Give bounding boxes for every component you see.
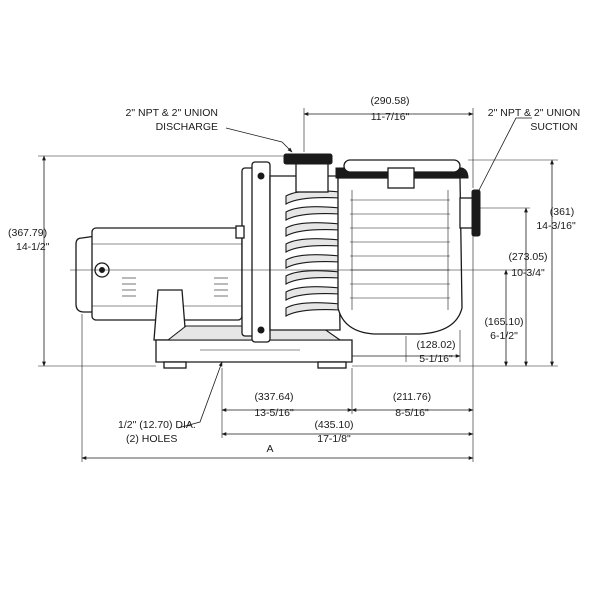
suction-port bbox=[459, 189, 481, 237]
dimension-geometry bbox=[38, 108, 558, 462]
motor-vent-slots bbox=[122, 277, 228, 297]
volute-ribs bbox=[285, 190, 341, 317]
volute-housing bbox=[269, 175, 341, 331]
seal-plate bbox=[235, 161, 271, 343]
base-right-in: 8-5/16" bbox=[395, 407, 429, 419]
top-width-mm: (290.58) bbox=[370, 95, 409, 107]
base-total-mm: (435.10) bbox=[314, 419, 353, 431]
suction-centerline-in: 6-1/2" bbox=[490, 330, 518, 342]
pump-illustration bbox=[70, 153, 530, 369]
base-left-in: 13-5/16" bbox=[254, 407, 294, 419]
motor-axis-height-in: 10-3/4" bbox=[511, 267, 545, 279]
top-width-in: 11-7/16" bbox=[371, 111, 410, 123]
dimension-labels: 2" NPT & 2" UNION DISCHARGE 2" NPT & 2" … bbox=[8, 95, 580, 455]
motor bbox=[75, 227, 243, 341]
suction-height-in: 14-3/16" bbox=[536, 220, 576, 232]
suction-callout-line1: 2" NPT & 2" UNION bbox=[488, 107, 580, 119]
overall-length-label: A bbox=[266, 443, 273, 455]
discharge-callout-line2: DISCHARGE bbox=[156, 121, 218, 133]
suction-centerline-mm: (165.10) bbox=[484, 316, 523, 328]
strainer-offset-in: 5-1/16" bbox=[419, 353, 453, 365]
holes-callout-line1: 1/2" (12.70) DIA. bbox=[118, 419, 196, 431]
overall-height-in: 14-1/2" bbox=[16, 241, 50, 253]
strainer-offset-mm: (128.02) bbox=[416, 339, 455, 351]
base-total-in: 17-1/8" bbox=[317, 433, 351, 445]
base-left-mm: (337.64) bbox=[254, 391, 293, 403]
suction-height-mm: (361) bbox=[550, 206, 575, 218]
holes-callout-line2: (2) HOLES bbox=[126, 433, 177, 445]
overall-height-mm: (367.79) bbox=[8, 227, 47, 239]
discharge-callout-line1: 2" NPT & 2" UNION bbox=[126, 107, 218, 119]
suction-callout-line2: SUCTION bbox=[530, 121, 577, 133]
discharge-port bbox=[283, 153, 333, 193]
strainer-pot bbox=[335, 159, 481, 335]
motor-axis-height-mm: (273.05) bbox=[508, 251, 547, 263]
base-right-mm: (211.76) bbox=[393, 391, 431, 403]
